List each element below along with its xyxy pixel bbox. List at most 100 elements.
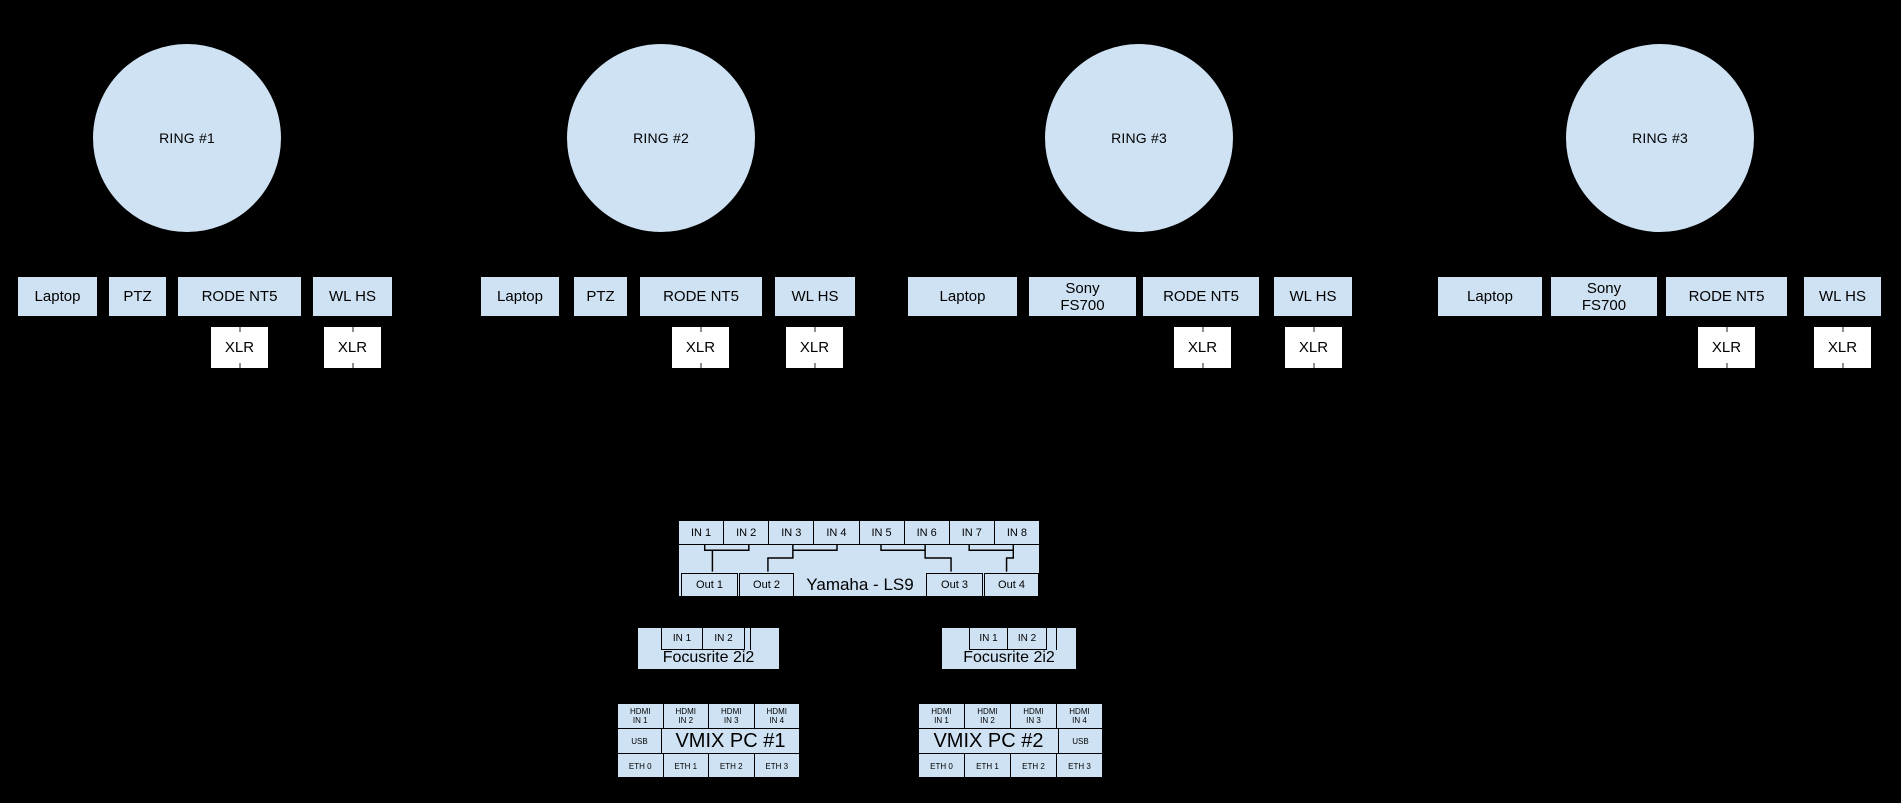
focusrite-1-box: IN 1 IN 2 Focusrite 2i2	[637, 627, 780, 670]
vmix-pc-2-box: HDMI IN 1 HDMI IN 2 HDMI IN 3 HDMI IN 4 …	[918, 703, 1103, 779]
mixer-yamaha-ls9: IN 1 IN 2 IN 3 IN 4 IN 5 IN 6 IN 7 IN 8 …	[678, 520, 1040, 597]
hdmi-port-label: IN 2	[980, 716, 995, 725]
hdmi-label: HDMI	[721, 707, 742, 716]
vmix-pc-1-eth-row: ETH 0 ETH 1 ETH 2 ETH 3	[618, 754, 799, 779]
station-4-camera-label: Sony FS700	[1581, 279, 1627, 314]
mixer-routing-lines	[703, 544, 1015, 572]
vmix-pc-2-eth-row: ETH 0 ETH 1 ETH 2 ETH 3	[919, 754, 1102, 779]
mixer-out4-port: Out 4	[984, 573, 1039, 597]
hdmi-port-label: IN 3	[1026, 716, 1041, 725]
vmix-pc-2-middle-row: VMIX PC #2 USB	[919, 729, 1102, 754]
ring-2-label: RING #2	[633, 130, 689, 146]
ring-1-circle: RING #1	[92, 43, 282, 233]
mixer-in2-port: IN 2	[724, 521, 770, 545]
station-1-mic-box: RODE NT5	[177, 276, 302, 317]
station-4-headset-xlr-box: XLR	[1814, 327, 1871, 368]
vmix-pc-2-hdmi-in1-port: HDMI IN 1	[919, 704, 965, 728]
station-4-mic-xlr-box: XLR	[1698, 327, 1755, 368]
mixer-title: Yamaha - LS9	[806, 574, 914, 594]
vmix-pc-2-eth0-port: ETH 0	[919, 754, 965, 779]
ring-1-label: RING #1	[159, 130, 215, 146]
station-4-laptop-box: Laptop	[1437, 276, 1543, 317]
focusrite-1-connector-line	[750, 627, 751, 650]
focusrite-2-box: IN 1 IN 2 Focusrite 2i2	[941, 627, 1077, 670]
mixer-in7-port: IN 7	[949, 521, 995, 545]
vmix-pc-2-hdmi-in2-port: HDMI IN 2	[965, 704, 1011, 728]
mixer-out3-port: Out 3	[926, 573, 983, 597]
ring-3-label: RING #3	[1111, 130, 1167, 146]
station-3-laptop-box: Laptop	[907, 276, 1018, 317]
vmix-pc-1-hdmi-row: HDMI IN 1 HDMI IN 2 HDMI IN 3 HDMI IN 4	[618, 704, 799, 729]
hdmi-label: HDMI	[630, 707, 651, 716]
vmix-pc-2-eth3-port: ETH 3	[1068, 762, 1091, 771]
hdmi-label: HDMI	[675, 707, 696, 716]
station-3-mic-xlr-box: XLR	[1174, 327, 1231, 368]
mixer-in1-port: IN 1	[679, 521, 725, 545]
ring-4-label: RING #3	[1632, 130, 1688, 146]
vmix-pc-1-hdmi-in1-port: HDMI IN 1	[618, 704, 664, 728]
hdmi-port-label: IN 4	[769, 716, 785, 725]
hdmi-label: HDMI	[977, 707, 998, 716]
mixer-in8-port: IN 8	[994, 521, 1039, 545]
station-1-headset-box: WL HS	[312, 276, 393, 317]
vmix-pc-2-eth1-port: ETH 1	[965, 754, 1011, 779]
vmix-pc-1-usb-port: USB	[618, 729, 662, 753]
station-4-camera-box: Sony FS700	[1550, 276, 1658, 317]
vmix-pc-1-box: HDMI IN 1 HDMI IN 2 HDMI IN 3 HDMI IN 4 …	[617, 703, 800, 779]
station-1-headset-xlr-box: XLR	[324, 327, 381, 368]
hdmi-port-label: IN 1	[934, 716, 949, 725]
ring-3-circle: RING #3	[1044, 43, 1234, 233]
vmix-pc-1-hdmi-in2-port: HDMI IN 2	[664, 704, 709, 728]
vmix-pc-1-eth0-port: ETH 0	[618, 754, 664, 779]
focusrite-2-connector-line	[1056, 627, 1057, 650]
mixer-input-row: IN 1 IN 2 IN 3 IN 4 IN 5 IN 6 IN 7 IN 8	[679, 521, 1039, 545]
vmix-pc-2-hdmi-in4-port: HDMI IN 4	[1057, 704, 1102, 728]
vmix-pc-1-title: VMIX PC #1	[675, 729, 786, 752]
mixer-out1-port: Out 1	[681, 573, 738, 597]
routing-pair-2	[767, 544, 838, 572]
routing-pair-1	[703, 544, 750, 572]
focusrite-1-in1-port: IN 1	[661, 627, 703, 650]
station-3-headset-xlr-box: XLR	[1285, 327, 1342, 368]
vmix-pc-1-hdmi-in3-port: HDMI IN 3	[709, 704, 755, 728]
hdmi-port-label: IN 2	[678, 716, 694, 725]
station-3-headset-box: WL HS	[1273, 276, 1353, 317]
hdmi-label: HDMI	[766, 707, 787, 716]
station-1-laptop-box: Laptop	[17, 276, 98, 317]
vmix-pc-1-hdmi-in4-port: HDMI IN 4	[755, 704, 800, 728]
focusrite-2-title: Focusrite 2i2	[963, 649, 1055, 666]
station-3-mic-box: RODE NT5	[1142, 276, 1260, 317]
vmix-pc-1-middle-row: USB VMIX PC #1	[618, 729, 799, 754]
hdmi-port-label: IN 3	[723, 716, 739, 725]
vmix-pc-1-eth3-port: ETH 3	[765, 762, 789, 771]
mixer-in3-port: IN 3	[769, 521, 815, 545]
station-2-headset-xlr-box: XLR	[786, 327, 843, 368]
ring-2-circle: RING #2	[566, 43, 756, 233]
station-1-mic-xlr-box: XLR	[211, 327, 268, 368]
vmix-pc-2-hdmi-in3-port: HDMI IN 3	[1011, 704, 1057, 728]
station-2-mic-box: RODE NT5	[639, 276, 763, 317]
routing-pair-4	[968, 544, 1015, 572]
hdmi-label: HDMI	[1023, 707, 1044, 716]
routing-pair-3	[880, 544, 952, 572]
focusrite-2-in2-port: IN 2	[1007, 627, 1047, 650]
ring-4-circle: RING #3	[1565, 43, 1755, 233]
station-3-camera-label: Sony FS700	[1060, 279, 1105, 314]
station-1-ptz-box: PTZ	[108, 276, 167, 317]
hdmi-label: HDMI	[931, 707, 952, 716]
hdmi-label: HDMI	[1069, 707, 1090, 716]
station-2-ptz-box: PTZ	[573, 276, 628, 317]
station-2-headset-box: WL HS	[774, 276, 856, 317]
vmix-pc-2-hdmi-row: HDMI IN 1 HDMI IN 2 HDMI IN 3 HDMI IN 4	[919, 704, 1102, 729]
station-4-mic-box: RODE NT5	[1665, 276, 1788, 317]
focusrite-2-in1-port: IN 1	[969, 627, 1008, 650]
mixer-in5-port: IN 5	[859, 521, 905, 545]
mixer-in6-port: IN 6	[904, 521, 950, 545]
hdmi-port-label: IN 1	[632, 716, 648, 725]
mixer-out2-port: Out 2	[739, 573, 794, 597]
vmix-pc-1-eth1-port: ETH 1	[664, 754, 709, 779]
vmix-pc-1-eth2-port: ETH 2	[709, 754, 755, 779]
focusrite-1-title: Focusrite 2i2	[662, 649, 755, 666]
vmix-pc-2-title: VMIX PC #2	[933, 729, 1044, 752]
